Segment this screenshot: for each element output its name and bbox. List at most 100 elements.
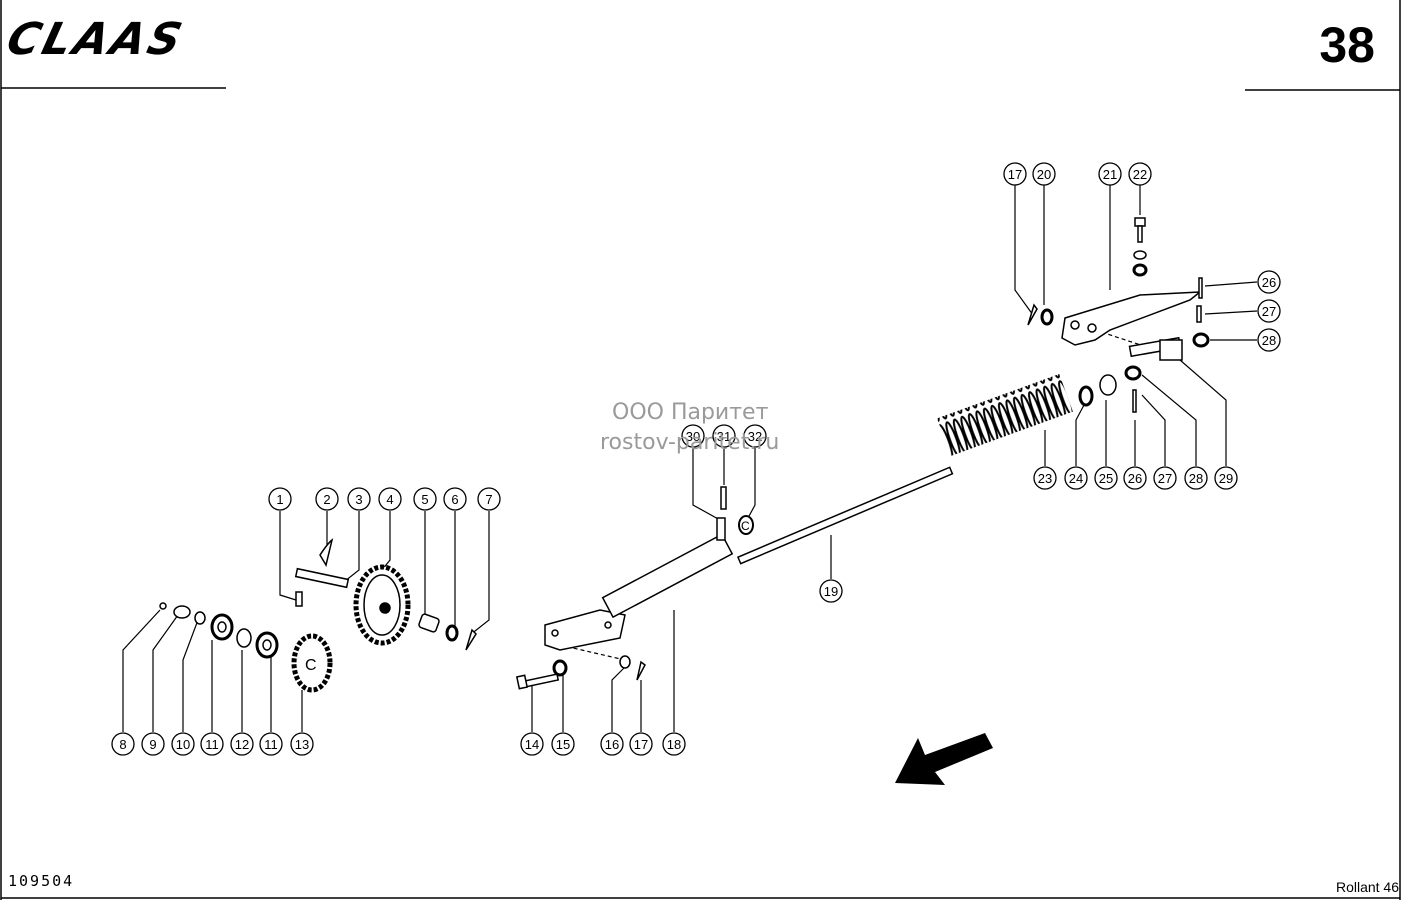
callout-label: 8	[119, 737, 126, 752]
part-cotter-pin-7	[465, 628, 477, 651]
callout-label: 22	[1133, 167, 1147, 182]
part-pin-26a	[1198, 277, 1203, 299]
callout-label: 9	[149, 737, 156, 752]
callout: 27	[1257, 299, 1281, 323]
callout-label: 18	[667, 737, 681, 752]
callout: 11	[200, 732, 224, 756]
callout: 2	[315, 487, 339, 511]
part-pin-3	[294, 567, 350, 589]
callout: 17	[1003, 162, 1027, 186]
callout-label: 29	[1219, 471, 1233, 486]
callout: 31	[712, 424, 736, 448]
callout-label: 13	[295, 737, 309, 752]
callout-label: 12	[235, 737, 249, 752]
part-washer-10	[194, 611, 206, 625]
part-spring-23	[937, 373, 1073, 457]
part-pin-30	[716, 517, 726, 541]
callout-label: 1	[276, 492, 283, 507]
callout: 6	[443, 487, 467, 511]
callout: 23	[1033, 466, 1057, 490]
callout-label: 3	[355, 492, 362, 507]
callout: 22	[1128, 162, 1152, 186]
page-number: 38	[1319, 17, 1375, 73]
part-cotter-pin-17b	[636, 660, 646, 681]
part-bearing-11b	[255, 631, 279, 659]
direction-arrow-icon	[895, 733, 993, 785]
callout: 8	[111, 732, 135, 756]
model-name: Rollant 46	[1335, 879, 1399, 895]
callout-label: 25	[1099, 471, 1113, 486]
callout-label: 6	[451, 492, 458, 507]
watermark-line: rostov-paritet.ru	[600, 430, 780, 455]
callout-label: 2	[323, 492, 330, 507]
callout-label: 31	[717, 429, 731, 444]
callout: 9	[141, 732, 165, 756]
callout-label: 26	[1262, 275, 1276, 290]
part-bushing-28b	[1124, 365, 1142, 381]
callout: 26	[1257, 270, 1281, 294]
part-lever-18	[544, 533, 734, 651]
callout-label: 23	[1038, 471, 1052, 486]
callout-label: 14	[525, 737, 539, 752]
callout: 3	[347, 487, 371, 511]
callout: 27	[1153, 466, 1177, 490]
callout-label: 26	[1128, 471, 1142, 486]
part-washer-32: C	[738, 515, 754, 535]
part-ring-8	[159, 602, 167, 610]
callout: 30	[681, 424, 705, 448]
callout: 29	[1214, 466, 1238, 490]
part-bolt-14	[515, 673, 560, 690]
callout: 26	[1123, 466, 1147, 490]
callout-label: 28	[1262, 333, 1276, 348]
callout-label: 17	[1008, 167, 1022, 182]
part-pin-31	[720, 486, 727, 510]
part-clevis-29	[1128, 336, 1183, 361]
callout: 24	[1064, 466, 1088, 490]
callout-label: 30	[686, 429, 700, 444]
callout-label: 21	[1103, 167, 1117, 182]
callout: 4	[378, 487, 402, 511]
callout-label: 10	[176, 737, 190, 752]
callout: 1	[268, 487, 292, 511]
part-sprocket-13: C	[291, 633, 333, 693]
part-circlip-12	[236, 628, 252, 648]
callout: 14	[520, 732, 544, 756]
callouts: 1 2 3 4 5 6 7 8 9 10 11 12 11 13 14 15 1…	[111, 162, 1281, 756]
part-washer-16	[619, 655, 631, 669]
part-bolt-1	[295, 591, 303, 607]
parts: C	[159, 217, 1210, 693]
svg-text:C: C	[741, 519, 750, 533]
part-bushing-9	[173, 605, 191, 619]
callout-label: 32	[748, 429, 762, 444]
svg-text:C: C	[305, 657, 317, 674]
part-nut-15	[552, 659, 568, 677]
watermark-line: ООО Паритет	[612, 400, 769, 425]
callout-label: 15	[556, 737, 570, 752]
callout: 7	[477, 487, 501, 511]
callout: 19	[819, 579, 843, 603]
part-pin-26b	[1132, 389, 1137, 413]
callout: 25	[1094, 466, 1118, 490]
part-washer-6	[445, 624, 459, 642]
callout: 12	[230, 732, 254, 756]
callout: 18	[662, 732, 686, 756]
part-bushing-5	[418, 613, 440, 633]
part-cotter-pin-17a	[1027, 303, 1038, 326]
callout-label: 17	[634, 737, 648, 752]
callout-label: 19	[824, 584, 838, 599]
callout: 16	[600, 732, 624, 756]
part-circlip-25	[1099, 374, 1117, 396]
callout: 15	[551, 732, 575, 756]
part-pin-27a	[1196, 305, 1202, 323]
part-bushing-28a	[1192, 332, 1210, 348]
drawing-id: 109504	[8, 872, 75, 890]
callout-label: 5	[421, 492, 428, 507]
callout-label: 27	[1262, 304, 1276, 319]
callout: 13	[290, 732, 314, 756]
callout-label: 4	[386, 492, 393, 507]
part-washer-24	[1078, 385, 1094, 407]
callout-label: 16	[605, 737, 619, 752]
